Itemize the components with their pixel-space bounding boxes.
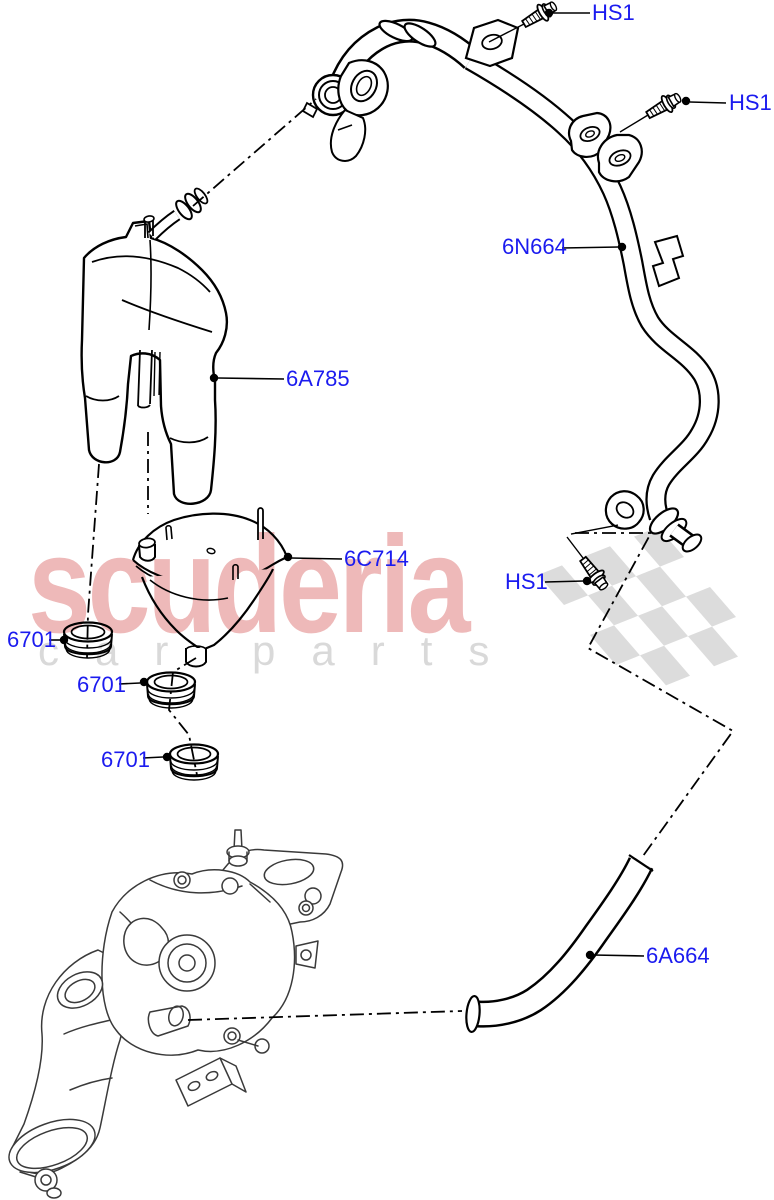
- part-label-hs1-lower[interactable]: HS1: [505, 569, 548, 594]
- part-label-hs1-upper[interactable]: HS1: [592, 0, 635, 25]
- part-label-6701-1[interactable]: 6701: [7, 627, 56, 652]
- assembly-phantom-lines: [86, 98, 735, 1021]
- turbocharger-drawing: [8, 829, 344, 1199]
- part-label-6c714[interactable]: 6C714: [344, 546, 409, 571]
- part-label-6701-2[interactable]: 6701: [77, 672, 126, 697]
- bolt-icon: [642, 87, 686, 124]
- oil-tube-6n664-drawing: [301, 18, 720, 553]
- part-label-6a664[interactable]: 6A664: [646, 943, 710, 968]
- part-label-6701-3[interactable]: 6701: [101, 747, 150, 772]
- checkered-flag-watermark: [538, 526, 739, 686]
- part-label-6n664[interactable]: 6N664: [502, 234, 567, 259]
- bolt-icon: [518, 0, 561, 33]
- drain-hose-6a664-drawing: [465, 854, 654, 1034]
- oil-separator-6a785-drawing: [80, 187, 229, 505]
- part-label-6a785[interactable]: 6A785: [286, 366, 350, 391]
- part-label-hs1-right[interactable]: HS1: [729, 90, 772, 115]
- separator-cover-6c714-drawing: [131, 507, 289, 668]
- hs1-bolts: [488, 0, 686, 595]
- callout-leader-lines: [49, 8, 727, 960]
